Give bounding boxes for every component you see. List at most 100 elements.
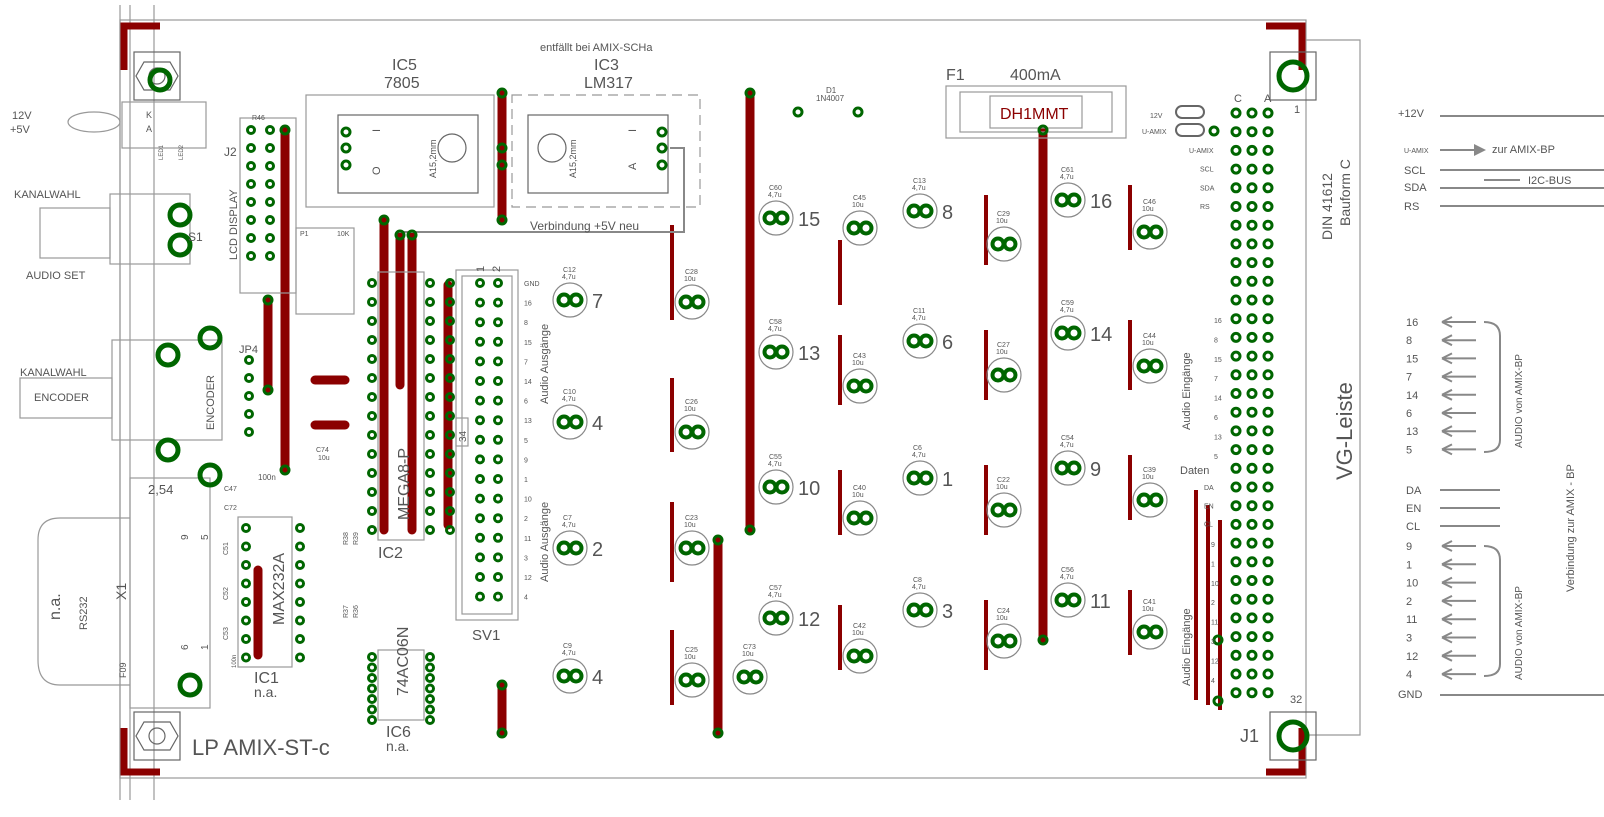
capacitor-value: 10u (1142, 474, 1154, 481)
round-pad (493, 532, 503, 543)
round-pad (340, 126, 352, 138)
capacitor-pad-b (568, 292, 584, 308)
conn-label-in2: 9 (1211, 542, 1215, 549)
round-pad (1262, 144, 1274, 156)
round-pad (493, 297, 503, 308)
conn-label-in2: 3 (1211, 639, 1215, 646)
round-pad (425, 694, 435, 704)
round-pad (246, 143, 256, 153)
round-pad (246, 179, 256, 189)
sv1-header-outline (455, 269, 519, 621)
round-pad (241, 634, 251, 644)
legend-line (1441, 668, 1453, 675)
capacitor-outline (1132, 614, 1168, 650)
round-pad (265, 125, 275, 135)
capacitor-name: C12 (563, 267, 576, 274)
round-pad (1262, 238, 1274, 250)
round-pad (1262, 612, 1274, 624)
legend-line (1441, 613, 1453, 621)
round-pad (1262, 687, 1274, 699)
ic5-type: 7805 (384, 75, 420, 92)
capacitor-outline (552, 658, 588, 694)
round-pad (493, 336, 503, 347)
round-pad (262, 294, 274, 306)
round-pad (1230, 238, 1242, 250)
round-pad (425, 715, 435, 725)
capacitor-outline (552, 404, 588, 440)
round-pad (1246, 182, 1258, 194)
round-pad (656, 142, 668, 154)
capacitor-pad-a (1136, 492, 1152, 508)
round-pad (425, 506, 435, 516)
capacitor-name: C11 (913, 308, 925, 315)
right-scl: SCL (1404, 165, 1425, 177)
round-pad (1246, 631, 1258, 643)
round-pad (1246, 126, 1258, 138)
c72-label: C72 (224, 505, 237, 512)
round-pad (367, 411, 377, 421)
right-data-label: CL (1406, 521, 1420, 533)
capacitor-value: 10u (1142, 606, 1154, 613)
round-pad (1262, 518, 1274, 530)
ic3-name: IC3 (594, 57, 619, 74)
sv1-pin-label: 12 (524, 575, 532, 582)
capacitor-outline (902, 592, 938, 628)
round-pad (295, 652, 305, 663)
round-pad (493, 474, 503, 484)
round-pad (656, 159, 668, 171)
legend-line (1441, 316, 1453, 323)
round-pad (1230, 369, 1242, 381)
round-pad (279, 464, 291, 476)
capacitor-channel-number: 9 (1090, 459, 1101, 481)
right-ch2-label: 4 (1406, 669, 1412, 681)
capacitor-value: 10u (684, 522, 696, 529)
capacitor-pad-a (1136, 224, 1152, 240)
round-pad (425, 468, 435, 478)
round-pad (1246, 500, 1258, 512)
capacitor-name: C7 (563, 515, 572, 522)
capacitor-pad-b (568, 540, 584, 556)
round-pad (367, 506, 377, 516)
pin9: 9 (180, 534, 191, 540)
note-wire: Verbindung +5V neu (530, 219, 639, 233)
round-pad (445, 335, 455, 345)
round-pad (1262, 331, 1274, 343)
capacitor-value: 10u (852, 630, 864, 637)
round-pad (1262, 350, 1274, 362)
round-pad (1230, 668, 1242, 680)
conn-label-in2: 4 (1211, 678, 1215, 685)
sv1-pin-label: 13 (524, 418, 532, 425)
capacitor-pad-b (1148, 224, 1164, 240)
round-pad (1230, 500, 1242, 512)
round-pad (475, 493, 485, 504)
round-pad (1262, 126, 1274, 138)
capacitor-channel-number: 15 (798, 209, 820, 231)
capacitor-name: C45 (853, 195, 866, 202)
round-pad (244, 409, 254, 419)
round-pad (1246, 425, 1258, 437)
legend-line (1441, 393, 1453, 401)
round-pad (445, 430, 455, 440)
round-pad (475, 336, 485, 347)
legend-arrowhead (1474, 144, 1486, 156)
capacitor-name: C57 (769, 585, 782, 592)
round-pad (241, 652, 251, 663)
round-pad (712, 534, 724, 546)
round-pad (496, 727, 508, 739)
round-pad (1262, 107, 1274, 119)
sv1-pin1: 1 (475, 266, 487, 272)
conn-label-in1: 14 (1214, 396, 1222, 403)
capacitor-pad-b (774, 344, 790, 360)
capacitor-name: C54 (1061, 435, 1074, 442)
capacitor-channel-number: 8 (942, 202, 953, 224)
round-pad (1212, 634, 1224, 646)
capacitor-outline (1050, 182, 1086, 218)
capacitor-channel-number: 7 (592, 291, 603, 313)
capacitor-value: 10u (1142, 206, 1154, 213)
round-pad (1262, 275, 1274, 287)
pin1: 1 (200, 644, 211, 650)
heatsink-ic3: A15,2mm (568, 139, 578, 178)
